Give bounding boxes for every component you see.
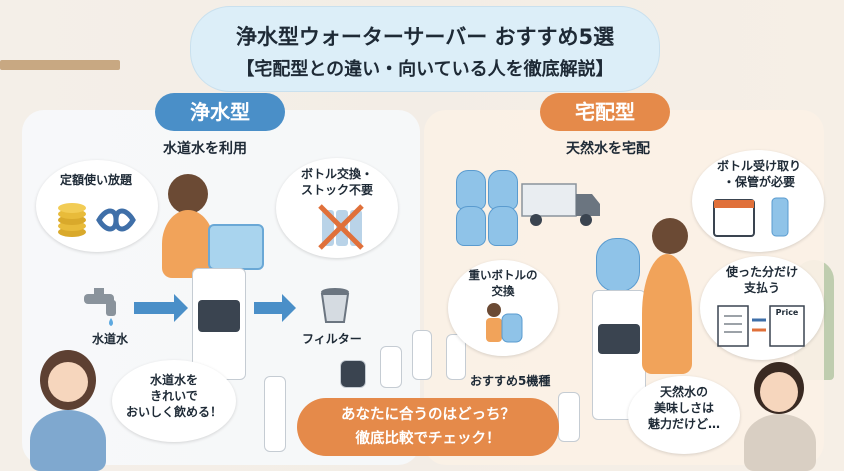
cta-line1: あなたに合うのはどっち？ <box>341 407 515 423</box>
bubble-flat-rate-text: 定額使い放題 <box>59 173 132 187</box>
bubble-no-stock-text: ボトル交換・ ストック不要 <box>300 167 373 198</box>
bottle-4 <box>488 206 518 246</box>
speech-right <box>628 376 740 454</box>
model-5 <box>446 334 466 380</box>
woman-speaker-body <box>30 410 106 471</box>
bubble-pay-text: 使った分だけ 支払う <box>725 265 798 296</box>
delivery-subtitle: 天然水を宅配 <box>566 141 650 157</box>
coins-infinity-icon <box>58 203 136 237</box>
model-3 <box>380 346 402 388</box>
faucet-icon <box>84 288 116 326</box>
tag-purifier: 浄水型 <box>155 93 285 131</box>
delivery-water-bottle <box>596 238 640 292</box>
arrow-server-to-filter <box>254 294 296 322</box>
bottle-3 <box>456 206 486 246</box>
filter-icon <box>320 288 350 323</box>
woman-speaker-face <box>48 362 88 402</box>
speech-left <box>112 360 236 442</box>
delivery-dispenser-icon <box>598 324 640 354</box>
cta-line2: 徹底比較でチェック！ <box>355 431 501 447</box>
price-tag-text: Price <box>775 308 799 317</box>
label-tap-water: 水道水 <box>92 332 129 346</box>
man-face <box>760 372 798 412</box>
page-subtitle: 【宅配型との違い・向いている人を徹底解説】 <box>236 59 614 80</box>
bottle-2 <box>488 170 518 210</box>
model-4 <box>412 330 432 380</box>
model-1 <box>264 376 286 452</box>
cta-compare-button[interactable]: あなたに合うのはどっち？ 徹底比較でチェック！ <box>297 398 559 456</box>
model-6 <box>558 392 580 442</box>
arrow-tap-to-server <box>134 294 188 322</box>
bubble-receive-text: ボトル受け取り ・保管が必要 <box>716 159 801 190</box>
woman-body <box>162 210 214 278</box>
delivery-woman-body <box>642 254 692 374</box>
server-dispenser-icon <box>198 300 240 332</box>
bottle-1 <box>456 170 486 210</box>
speech-left-text: 水道水を きれいで おいしく飲める！ <box>125 373 222 420</box>
tag-delivery: 宅配型 <box>540 93 670 131</box>
speech-right-text: 天然水の 美味しさは 魅力だけど… <box>647 385 720 432</box>
page-title: 浄水型ウォーターサーバー おすすめ5選 <box>235 25 615 49</box>
bubble-flat-rate <box>36 160 158 252</box>
label-filter: フィルター <box>302 332 362 346</box>
man-body <box>744 414 816 471</box>
carrying-bottle-icon <box>486 303 523 343</box>
model-2 <box>340 360 366 388</box>
bubble-heavy-text: 重いボトルの 交換 <box>468 268 538 298</box>
invoice-price-icon <box>717 305 805 347</box>
crossed-bottles-icon <box>318 204 364 250</box>
recommend-label: おすすめ5機種 <box>470 374 551 388</box>
woman-head <box>168 174 208 214</box>
purifier-subtitle: 水道水を利用 <box>163 141 247 157</box>
delivery-truck-icon <box>521 183 600 226</box>
water-tank-icon <box>208 224 264 270</box>
title-banner: 浄水型ウォーターサーバー おすすめ5選 【宅配型との違い・向いている人を徹底解説… <box>190 6 660 92</box>
background-shelf <box>0 60 120 70</box>
delivery-woman-head <box>652 218 688 254</box>
calendar-bottle-icon <box>713 197 789 237</box>
